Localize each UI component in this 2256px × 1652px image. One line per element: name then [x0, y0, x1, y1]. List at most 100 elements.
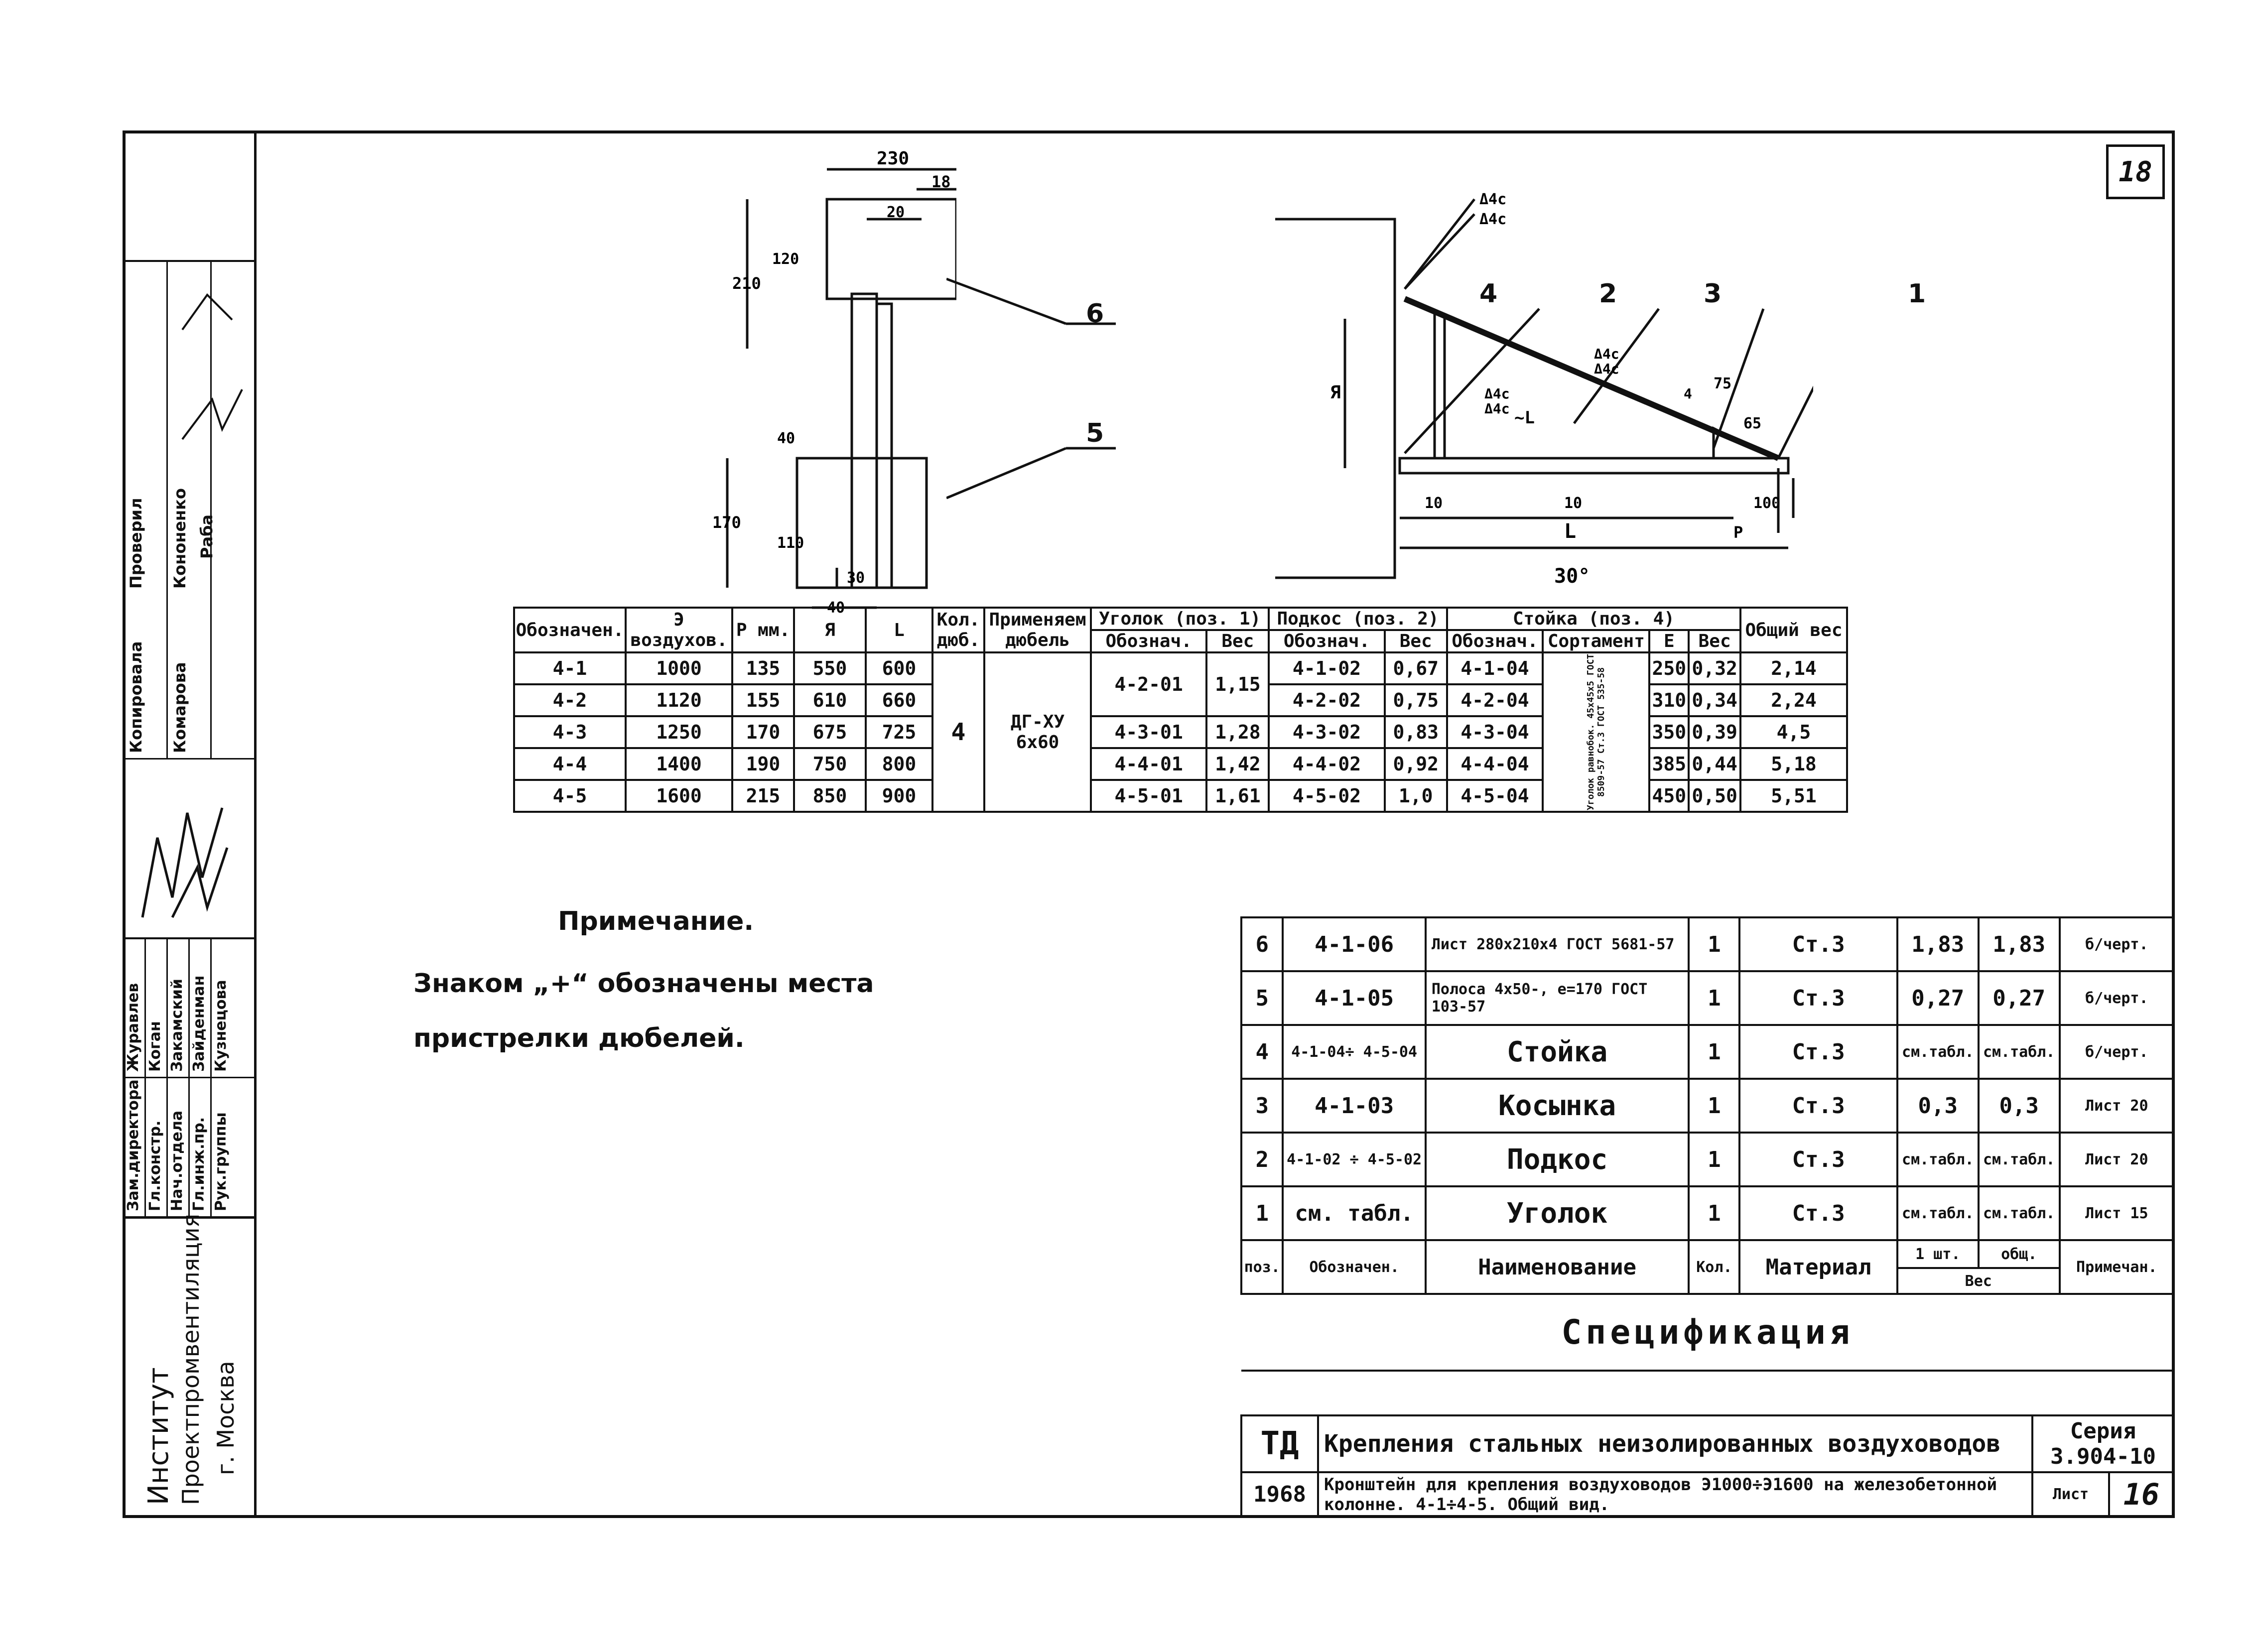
table-cell: 4-1-05: [1282, 970, 1427, 1026]
bar-outline: [850, 292, 878, 589]
table-cell: см.табл.: [1896, 1185, 1980, 1241]
table-cell: Уголок: [1424, 1185, 1690, 1241]
side-strip: Институт Проектпромвентиляция г. Москва …: [123, 130, 254, 1518]
table-cell: 1,83: [1896, 916, 1980, 972]
table-cell: 4-1-02: [1268, 651, 1386, 685]
table-cell: б/черт.: [2058, 916, 2175, 972]
table-cell: 1000: [625, 651, 733, 685]
spec-caption: Спецификация: [1241, 1293, 2174, 1372]
table-cell: 0,67: [1383, 651, 1448, 685]
table-cell: 1 шт.: [1896, 1239, 1980, 1270]
post-sortament: Уголок равнобок. 45х45х5 ГОСТ 8509-57 Ст…: [1543, 652, 1650, 812]
note-title: Примечание.: [558, 906, 754, 936]
plate-outline: [825, 198, 956, 300]
table-cell: 1,28: [1205, 715, 1270, 749]
table-cell: Наименование: [1424, 1239, 1690, 1295]
title-code: ТД: [1240, 1414, 1319, 1473]
table-cell: 0,3: [1977, 1078, 2061, 1134]
table-cell: Стойка: [1424, 1024, 1690, 1080]
dim-230: 230: [877, 148, 909, 169]
table-row: ТД Крепления стальных неизолированных во…: [1240, 1414, 2175, 1473]
th-duct: Э воздухов.: [625, 607, 733, 653]
weld-5: Δ4c: [1484, 385, 1510, 402]
table-cell: 800: [865, 747, 933, 781]
table-cell: 4-2: [513, 683, 627, 717]
dim-approx-l: 30°: [1554, 565, 1590, 588]
table-cell: см.табл.: [1896, 1024, 1980, 1080]
th-post-weight: Вес: [1688, 629, 1741, 653]
callout-3: 3: [1704, 279, 1722, 309]
table-cell: 4-1-02 ÷ 4-5-02: [1282, 1132, 1427, 1187]
th-brace: Подкос (поз. 2): [1268, 607, 1448, 631]
table-cell: 600: [865, 651, 933, 685]
table-cell: 0,3: [1896, 1078, 1980, 1134]
th-brace-desig: Обознач.: [1268, 629, 1386, 653]
table-cell: 2,24: [1739, 683, 1848, 717]
table-cell: 190: [731, 747, 795, 781]
table-cell: б/черт.: [2058, 1024, 2175, 1080]
table-cell: Косынка: [1424, 1078, 1690, 1134]
table-cell: Обозначен.: [1282, 1239, 1427, 1295]
dim-100: 100: [1753, 495, 1780, 512]
table-cell: 0,83: [1383, 715, 1448, 749]
table-cell: 4-1-03: [1282, 1078, 1427, 1134]
table-cell: 4-3: [513, 715, 627, 749]
table-cell: 0,34: [1688, 683, 1741, 717]
dim-18: 18: [931, 172, 951, 191]
callout-1: 1: [1908, 279, 1926, 309]
sheet-frame: [123, 130, 2175, 1518]
th-p: Р мм.: [731, 607, 795, 653]
table-cell: 1,42: [1205, 747, 1270, 781]
weld-3: Δ4c: [1594, 346, 1619, 362]
table-cell: 170: [731, 715, 795, 749]
table-row: 1968 Кронштейн для крепления воздуховодо…: [1240, 1471, 2175, 1519]
th-ya: Я: [793, 607, 867, 653]
table-cell: 675: [793, 715, 867, 749]
angle-desig-merged: 4-2-01: [1089, 651, 1208, 717]
table-cell: 1: [1688, 1078, 1741, 1134]
table-cell: 0,27: [1896, 970, 1980, 1026]
table-cell: Подкос: [1424, 1132, 1690, 1187]
th-dowels: Применяем дюбель: [983, 607, 1092, 653]
table-cell: 3: [1240, 1078, 1284, 1134]
table-cell: 1: [1688, 1024, 1741, 1080]
weld-2: Δ4c: [1479, 211, 1506, 228]
table-cell: 250: [1648, 651, 1690, 685]
brace: [1403, 296, 1780, 461]
table-cell: 0,50: [1688, 779, 1741, 813]
table-cell: поз.: [1240, 1239, 1284, 1295]
table-cell: б/черт.: [2058, 970, 2175, 1026]
th-angle-desig: Обознач.: [1089, 629, 1208, 653]
dim-ya: Я: [1330, 382, 1341, 403]
title-line-1: Крепления стальных неизолированных возду…: [1317, 1414, 2033, 1473]
table-cell: Кол.: [1688, 1239, 1741, 1295]
sheet-label: Лист: [2031, 1471, 2110, 1519]
th-post-desig: Обознач.: [1446, 629, 1544, 653]
table-cell: 2: [1240, 1132, 1284, 1187]
table-cell: 2,14: [1739, 651, 1848, 685]
table-cell: 385: [1648, 747, 1690, 781]
table-cell: 135: [731, 651, 795, 685]
table-cell: 850: [793, 779, 867, 813]
dim-210: 210: [732, 274, 761, 293]
table-cell: 4-5: [513, 779, 627, 813]
table-cell: 4-5-01: [1089, 779, 1208, 813]
th-qty: Кол. дюб.: [931, 607, 985, 653]
table-cell: 4-4-04: [1446, 747, 1544, 781]
sheet-number: 16: [2108, 1471, 2175, 1519]
table-cell: 4-4: [513, 747, 627, 781]
dim-75: 75: [1714, 375, 1731, 392]
weld-4: Δ4c: [1594, 361, 1619, 377]
note-line-1: Знаком „+“ обозначены места: [413, 969, 874, 999]
angle-outline: [1398, 457, 1790, 475]
table-row: Вес: [1241, 1267, 2174, 1295]
table-cell: 450: [1648, 779, 1690, 813]
table-cell: 0,75: [1383, 683, 1448, 717]
